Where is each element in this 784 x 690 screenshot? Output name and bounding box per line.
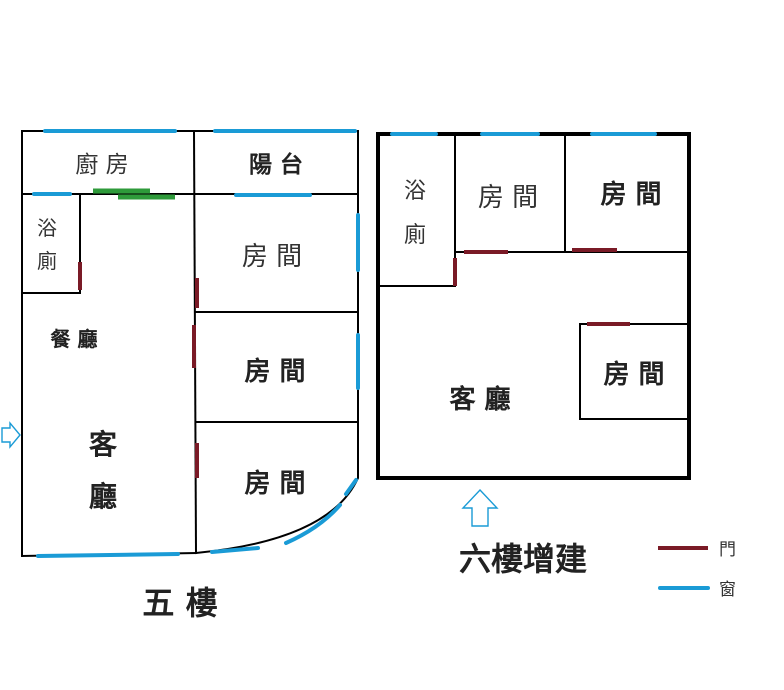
floor5-label-balcony: 陽 台 [249, 151, 303, 178]
floor5-wall-bath [21, 193, 81, 294]
floor6-plan: 浴 廁 房 間 房 間 房 間 客 廳 六樓增建 [376, 132, 691, 578]
floor6-label-bedroom-b: 房 間 [600, 180, 661, 210]
floor5-label-bedroom-b: 房 間 [244, 357, 305, 387]
floor5-window-curve-1 [210, 546, 260, 554]
floor6-label-living: 客 廳 [449, 384, 510, 415]
floor6-title: 六樓增建 [459, 540, 587, 578]
arrow-up-icon [461, 488, 499, 527]
floor6-label-bath-2: 廁 [404, 223, 426, 248]
floor6-label-bedroom-a: 房 間 [478, 183, 538, 213]
floor5-label-bedroom-c: 房 間 [244, 469, 305, 499]
legend: 門 窗 [658, 540, 736, 600]
floor5-label-living-1: 客 [89, 428, 118, 461]
floor5-label-kitchen: 廚 房 [75, 152, 128, 178]
floor5-window-curve-3 [344, 478, 358, 496]
floor6-label-bath-1: 浴 [404, 179, 426, 204]
floor6-label-bedroom-c: 房 間 [603, 360, 664, 390]
floor5-label-living-2: 廳 [89, 480, 117, 513]
floor5-label-bedroom-a: 房 間 [242, 242, 302, 272]
floor5-window-curve-2 [284, 503, 342, 545]
floor6-wall-room-c [579, 323, 690, 420]
floor5-label-bath-1: 浴 [37, 216, 57, 240]
legend-door-label: 門 [719, 540, 736, 560]
floor5-label-dining: 餐 廳 [51, 327, 98, 351]
floor5-title: 五 樓 [142, 584, 217, 622]
floor5-label-bath-2: 廁 [37, 249, 57, 273]
floor5-plan: 廚 房 陽 台 浴 廁 餐 廳 客 廳 房 間 房 間 房 間 五 樓 [1, 129, 360, 622]
arrow-right-icon [1, 421, 21, 449]
floor5-window-bottom [36, 552, 180, 558]
legend-window-label: 窗 [719, 580, 736, 600]
